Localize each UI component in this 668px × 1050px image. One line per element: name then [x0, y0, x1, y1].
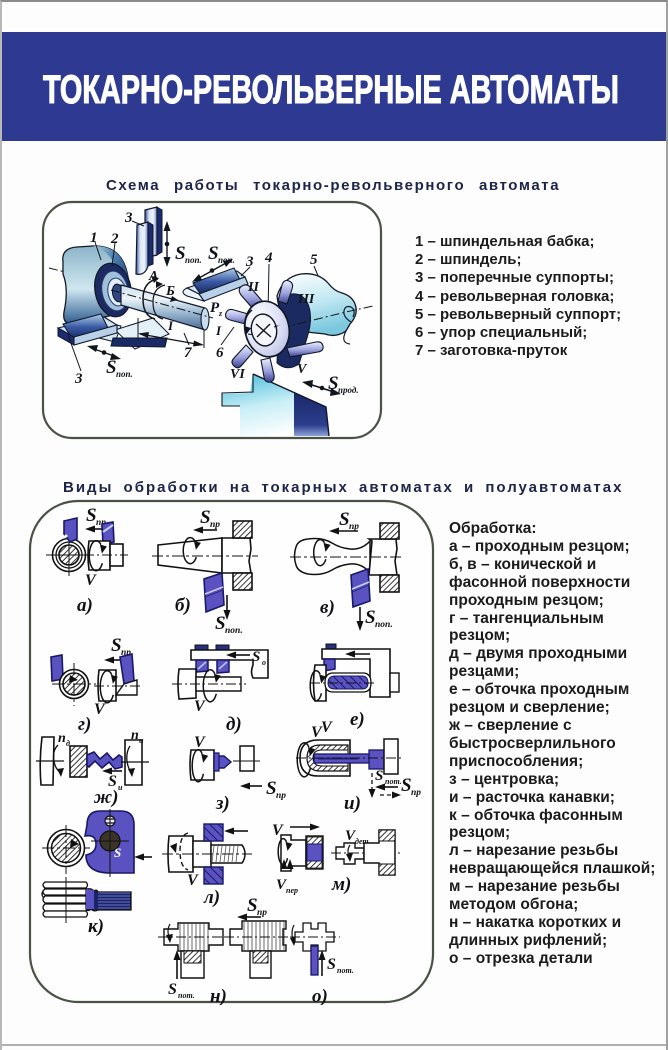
svg-text:д): д) [226, 714, 242, 735]
svg-text:д: д [66, 739, 70, 748]
svg-text:3: 3 [74, 371, 83, 387]
svg-text:S: S [215, 613, 226, 634]
svg-text:о): о) [312, 986, 328, 1005]
svg-text:V: V [311, 724, 323, 741]
svg-text:поп.: поп. [185, 255, 202, 265]
svg-text:S: S [106, 357, 117, 378]
svg-text:пр: пр [257, 908, 267, 918]
svg-text:поп.: поп. [116, 369, 133, 379]
svg-text:S: S [111, 635, 122, 656]
svg-text:V: V [321, 719, 333, 736]
svg-text:V: V [194, 698, 206, 715]
svg-text:Р: Р [210, 300, 220, 316]
svg-text:S: S [401, 775, 412, 796]
svg-text:пот.: пот. [385, 777, 402, 786]
svg-text:поп.: поп. [225, 626, 243, 636]
svg-text:S: S [108, 773, 117, 790]
svg-text:а): а) [77, 595, 93, 616]
svg-text:S: S [252, 649, 260, 665]
svg-text:Б: Б [165, 284, 175, 299]
svg-text:I: I [215, 323, 222, 338]
svg-text:S: S [114, 845, 121, 860]
svg-text:пр: пр [276, 791, 286, 801]
svg-text:м): м) [331, 874, 351, 895]
svg-text:и): и) [344, 793, 361, 814]
svg-text:S: S [175, 243, 186, 264]
svg-text:пр: пр [121, 648, 131, 658]
svg-text:пр: пр [349, 522, 359, 532]
svg-text:3: 3 [124, 210, 133, 226]
svg-text:и: и [118, 783, 123, 792]
svg-text:S: S [266, 778, 277, 799]
svg-text:пер: пер [286, 886, 298, 895]
svg-text:S: S [200, 507, 211, 528]
svg-text:S: S [327, 956, 336, 973]
svg-text:III: III [297, 292, 315, 307]
svg-text:n: n [131, 728, 139, 743]
svg-text:А: А [148, 269, 158, 284]
svg-text:V: V [94, 701, 106, 718]
svg-text:б): б) [175, 595, 191, 616]
svg-text:1: 1 [90, 230, 98, 246]
svg-text:S: S [339, 509, 350, 530]
svg-text:пр: пр [411, 788, 421, 798]
svg-text:пот.: пот. [337, 966, 354, 975]
svg-text:7: 7 [184, 345, 192, 361]
svg-text:дет: дет [355, 837, 369, 846]
svg-text:V: V [297, 362, 308, 377]
svg-text:II: II [247, 280, 259, 295]
svg-text:к): к) [88, 916, 104, 937]
svg-text:S: S [328, 373, 339, 394]
svg-text:в): в) [320, 597, 335, 618]
svg-text:н): н) [210, 986, 227, 1005]
svg-text:V: V [85, 572, 97, 589]
svg-text:е): е) [350, 709, 365, 730]
svg-text:S: S [365, 607, 376, 628]
svg-text:6: 6 [216, 345, 224, 361]
svg-text:пр: пр [96, 518, 106, 528]
svg-text:и: и [139, 736, 144, 745]
svg-text:S: S [168, 981, 177, 998]
svg-text:прод.: прод. [338, 385, 359, 395]
svg-text:г): г) [78, 714, 91, 735]
svg-text:л): л) [203, 887, 220, 908]
svg-text:S: S [375, 768, 383, 784]
svg-text:поп.: поп. [218, 255, 235, 265]
svg-text:о: о [262, 658, 266, 667]
svg-text:2: 2 [110, 231, 119, 247]
svg-text:VI: VI [230, 367, 245, 382]
svg-text:з): з) [215, 793, 230, 814]
svg-text:n: n [58, 731, 66, 746]
svg-text:S: S [247, 895, 258, 916]
svg-text:S: S [86, 505, 97, 526]
svg-text:поп.: поп. [375, 620, 393, 630]
svg-text:пр: пр [210, 520, 220, 530]
svg-text:V: V [194, 734, 206, 751]
svg-text:4: 4 [264, 250, 273, 266]
svg-text:V: V [276, 877, 288, 893]
svg-text:S: S [208, 243, 219, 264]
svg-text:I: I [167, 318, 174, 333]
svg-text:5: 5 [310, 252, 318, 268]
svg-text:z: z [218, 309, 223, 318]
svg-text:ж): ж) [93, 787, 118, 808]
svg-text:V: V [187, 872, 199, 889]
svg-text:V: V [345, 828, 357, 844]
svg-text:3: 3 [245, 254, 254, 270]
svg-text:пот.: пот. [178, 991, 195, 1000]
